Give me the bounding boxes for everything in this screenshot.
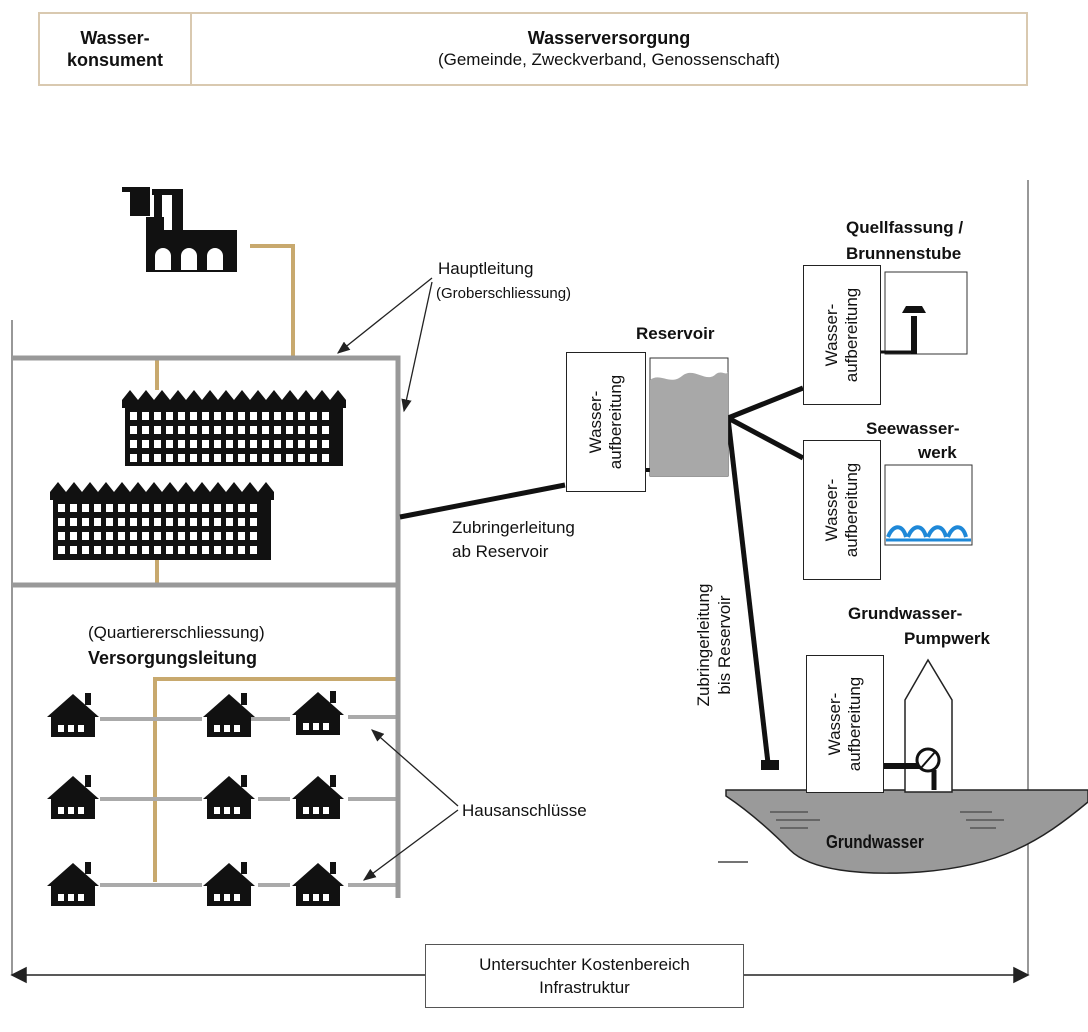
grundwasser-label: Grundwasser — [826, 832, 924, 852]
apartment-block-upper — [122, 390, 346, 466]
house-icon — [47, 862, 99, 906]
feeder-pipes — [399, 385, 805, 764]
supply-pipes — [153, 244, 398, 882]
annotation-arrows — [336, 277, 459, 881]
treatment-box-line2: aufbereitung — [606, 374, 625, 470]
main-pipe-network — [12, 355, 401, 898]
treatment-box-reservoir: Wasser- aufbereitung — [566, 352, 646, 492]
header-supply-subtitle: (Gemeinde, Zweckverband, Genossenschaft) — [437, 50, 781, 69]
zubringer-bis-label-line2: bis Reservoir — [715, 595, 734, 695]
cost-range-box: Untersuchter Kostenbereich Infrastruktur — [425, 944, 744, 1008]
groberschliessung-label: (Groberschliessung) — [436, 285, 572, 302]
house-icon — [292, 775, 344, 819]
zubringer-ab-label-line2: ab Reservoir — [452, 542, 549, 561]
header-supply-cell: Wasserversorgung (Gemeinde, Zweckverband… — [192, 14, 1026, 84]
hauptleitung-label: Hauptleitung — [438, 259, 534, 278]
seewasserwerk-label-line2: werk — [918, 443, 957, 462]
treatment-box-line2: aufbereitung — [842, 287, 861, 383]
quellfassung-label-line2: Brunnenstube — [846, 244, 962, 263]
house-icon — [47, 693, 99, 737]
seewasserwerk-label-line1: Seewasser- — [866, 419, 960, 438]
quartiererschliessung-label: (Quartiererschliessung) — [88, 623, 265, 642]
reservoir-label: Reservoir — [636, 324, 715, 343]
zubringer-ab-label-line1: Zubringerleitung — [452, 518, 575, 537]
house-icon — [47, 775, 99, 819]
pump-house-icon — [880, 658, 953, 793]
zubringer-bis-label-line1: Zubringerleitung — [694, 583, 713, 707]
feeder-pipe-end — [761, 760, 779, 770]
treatment-box-spring: Wasser- aufbereitung — [803, 265, 881, 405]
treatment-box-line1: Wasser- — [822, 478, 841, 542]
house-icon — [292, 862, 344, 906]
header-supply-title: Wasserversorgung — [527, 28, 691, 48]
house-icon — [292, 691, 344, 735]
house-icon — [203, 862, 255, 906]
treatment-box-lake: Wasser- aufbereitung — [803, 440, 881, 580]
house-connection-pipes — [100, 715, 398, 887]
cost-range-line2: Infrastruktur — [539, 978, 630, 997]
treatment-box-line2: aufbereitung — [842, 462, 861, 558]
grundwasser-pumpwerk-label-line1: Grundwasser- — [848, 604, 963, 623]
treatment-box-line1: Wasser- — [586, 390, 605, 454]
header-table: Wasser- konsument Wasserversorgung (Geme… — [38, 12, 1028, 86]
house-icon — [203, 693, 255, 737]
header-consumer-line2: konsument — [66, 50, 163, 70]
hausanschluesse-label: Hausanschlüsse — [462, 801, 587, 820]
groundwater-icon — [718, 789, 1088, 874]
treatment-box-line1: Wasser- — [825, 692, 844, 756]
cost-range-arrow — [10, 966, 1030, 984]
spring-chamber-icon — [880, 271, 968, 355]
header-consumer-cell: Wasser- konsument — [40, 14, 192, 84]
treatment-box-groundwater: Wasser- aufbereitung — [806, 655, 884, 793]
factory-icon — [122, 187, 237, 272]
header-consumer-line1: Wasser- — [80, 28, 150, 48]
versorgungsleitung-label: Versorgungsleitung — [88, 648, 258, 668]
quellfassung-label-line1: Quellfassung / — [846, 218, 964, 237]
reservoir-icon — [649, 357, 729, 477]
apartment-block-lower — [50, 482, 274, 560]
house-icon — [203, 775, 255, 819]
treatment-box-line1: Wasser- — [822, 303, 841, 367]
cost-range-line1: Untersuchter Kostenbereich — [479, 955, 690, 974]
treatment-box-line2: aufbereitung — [845, 676, 864, 772]
lake-waterworks-icon — [884, 464, 973, 546]
grundwasser-pumpwerk-label-line2: Pumpwerk — [904, 629, 990, 648]
